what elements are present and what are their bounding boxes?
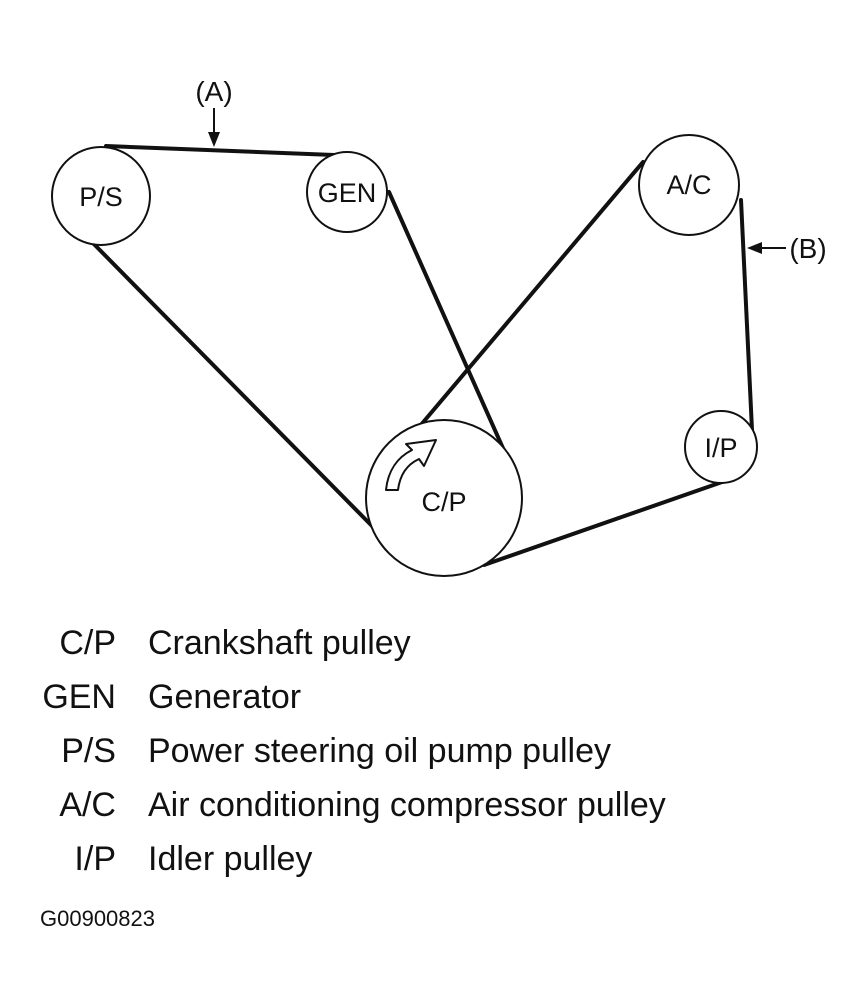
belt-ip-cp [482,479,727,567]
legend-desc: Air conditioning compressor pulley [148,786,666,824]
callout-b: (B) [789,233,826,264]
pulley-ip [684,410,758,484]
pulley-ps [51,146,151,246]
callout-b-arrowhead-icon [747,242,762,254]
legend-desc: Power steering oil pump pulley [148,732,612,770]
belt-gen-cp [387,190,508,457]
belt-routing-diagram: P/S GEN A/C I/P C/P (A) (B) [51,76,827,577]
pulley-gen-label: GEN [318,178,377,208]
legend-item: P/S Power steering oil pump pulley [0,726,866,776]
legend-desc: Crankshaft pulley [148,624,411,662]
rotation-arrow-icon [385,439,437,491]
legend-desc: Idler pulley [148,840,313,878]
belt-cp-ac [396,160,645,454]
pulley-gen [306,151,388,233]
pulley-cp-label: C/P [421,487,466,517]
legend-abbr: A/C [59,786,116,824]
legend-item: C/P Crankshaft pulley [0,618,866,668]
legend-abbr: C/P [59,624,116,662]
belt-ps-cp [82,232,376,530]
legend-abbr: I/P [74,840,116,878]
legend-item: GEN Generator [0,672,866,722]
pulley-ac-label: A/C [666,170,711,200]
legend-abbr: P/S [61,732,116,770]
pulley-ac [638,134,740,236]
callout-a-arrowhead-icon [208,132,220,147]
legend-item: A/C Air conditioning compressor pulley [0,780,866,830]
pulley-ip-label: I/P [704,433,737,463]
pulley-ps-label: P/S [79,182,123,212]
legend-desc: Generator [148,678,302,716]
belt-ac-ip [739,198,754,432]
legend-item: I/P Idler pulley [0,834,866,884]
legend-abbr: GEN [42,678,116,716]
belt-ps-gen [104,144,336,157]
callout-a: (A) [195,76,232,107]
figure-id: G00900823 [40,906,155,931]
